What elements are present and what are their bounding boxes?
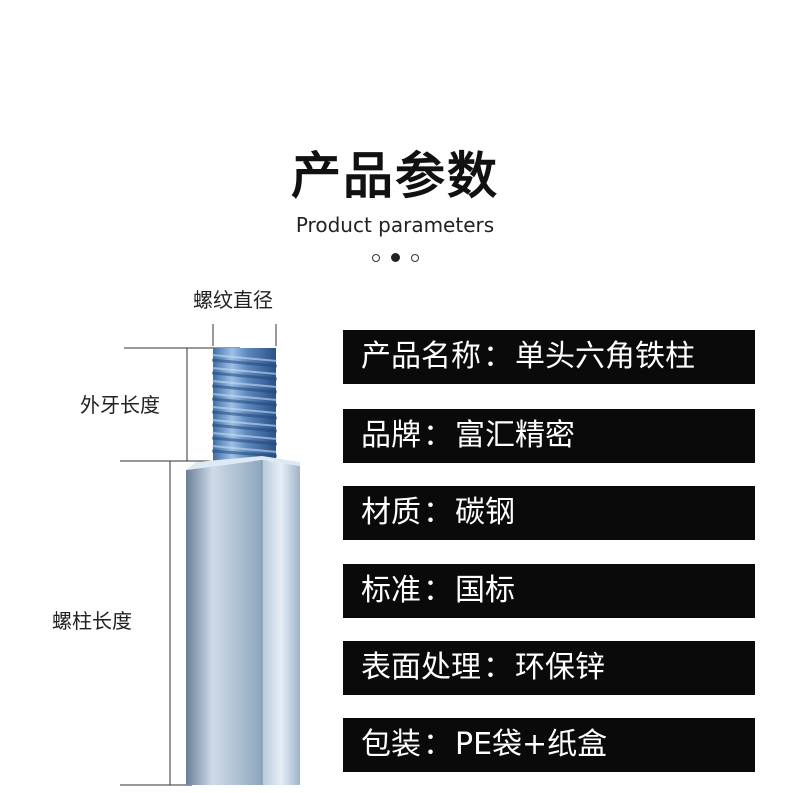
param-separator: ： xyxy=(423,573,453,608)
param-value: 单头六角铁柱 xyxy=(515,339,695,374)
param-key: 产品名称 xyxy=(361,339,481,374)
param-separator: ： xyxy=(483,650,513,685)
param-row-surface: 表面处理：环保锌 xyxy=(343,641,755,695)
hex-standoff-illustration xyxy=(120,324,300,786)
column-length-label: 螺柱长度 xyxy=(52,609,132,633)
external-thread-length-label: 外牙长度 xyxy=(80,393,160,417)
param-row-packaging: 包装：PE袋+纸盒 xyxy=(343,718,755,772)
param-key: 品牌 xyxy=(361,418,421,453)
param-separator: ： xyxy=(423,727,453,762)
param-value: 碳钢 xyxy=(455,495,515,530)
param-row-standard: 标准：国标 xyxy=(343,564,755,618)
param-separator: ： xyxy=(423,418,453,453)
product-diagram: 螺纹直径 外牙长度 螺柱长度 xyxy=(0,280,330,793)
param-row-name: 产品名称：单头六角铁柱 xyxy=(343,330,755,384)
param-row-brand: 品牌：富汇精密 xyxy=(343,409,755,463)
page-subtitle: Product parameters xyxy=(295,213,495,237)
thread-ridges xyxy=(211,358,278,458)
dot-indicator-active[interactable] xyxy=(391,253,400,262)
param-value: 国标 xyxy=(455,573,515,608)
param-key: 标准 xyxy=(361,573,421,608)
param-key: 包装 xyxy=(361,727,421,762)
dot-indicator[interactable] xyxy=(372,254,380,262)
param-separator: ： xyxy=(423,495,453,530)
carousel-dots xyxy=(370,253,422,265)
param-value: 富汇精密 xyxy=(455,418,575,453)
param-key: 表面处理 xyxy=(361,650,481,685)
param-separator: ： xyxy=(483,339,513,374)
thread-diameter-label: 螺纹直径 xyxy=(193,288,273,312)
dimension-lines xyxy=(120,324,277,786)
dot-indicator[interactable] xyxy=(411,254,419,262)
param-value: 环保锌 xyxy=(515,650,605,685)
param-value: PE袋+纸盒 xyxy=(455,727,608,762)
param-row-material: 材质：碳钢 xyxy=(343,486,755,540)
page-title: 产品参数 xyxy=(291,147,499,205)
param-key: 材质 xyxy=(361,495,421,530)
